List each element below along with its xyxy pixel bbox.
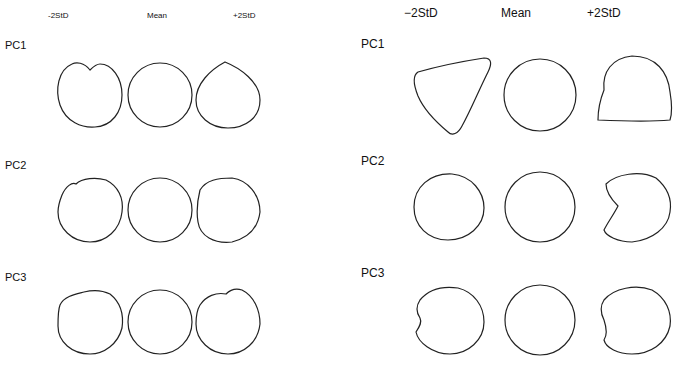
shape-outline <box>414 58 490 134</box>
shape-outline <box>58 291 123 354</box>
shape-outline <box>196 289 260 354</box>
mean-outline <box>128 178 192 242</box>
row-label: PC1 <box>5 40 26 51</box>
column-header: +2StD <box>587 7 621 19</box>
shape-outline <box>58 178 122 242</box>
shape-outline <box>197 178 260 242</box>
row-label: PC3 <box>5 272 26 283</box>
row-label: PC3 <box>361 267 384 279</box>
shape-outline <box>58 63 122 127</box>
shape-outline <box>601 287 670 354</box>
mean-outline <box>128 63 192 127</box>
column-header: Mean <box>501 7 531 19</box>
column-header: −2StD <box>404 7 438 19</box>
mean-outline <box>128 290 192 354</box>
shape-outline <box>416 287 484 354</box>
shape-outline <box>598 56 672 121</box>
row-label: PC2 <box>5 160 26 171</box>
column-header: Mean <box>147 12 167 20</box>
column-header: -2StD <box>48 12 68 20</box>
mean-outline <box>504 59 576 131</box>
row-label: PC1 <box>361 38 384 50</box>
row-label: PC2 <box>361 155 384 167</box>
column-header: +2StD <box>233 12 255 20</box>
mean-outline <box>505 172 575 242</box>
shape-outline <box>414 174 484 240</box>
mean-outline <box>505 285 575 355</box>
shape-outline <box>196 62 260 128</box>
shape-outline <box>604 174 670 242</box>
